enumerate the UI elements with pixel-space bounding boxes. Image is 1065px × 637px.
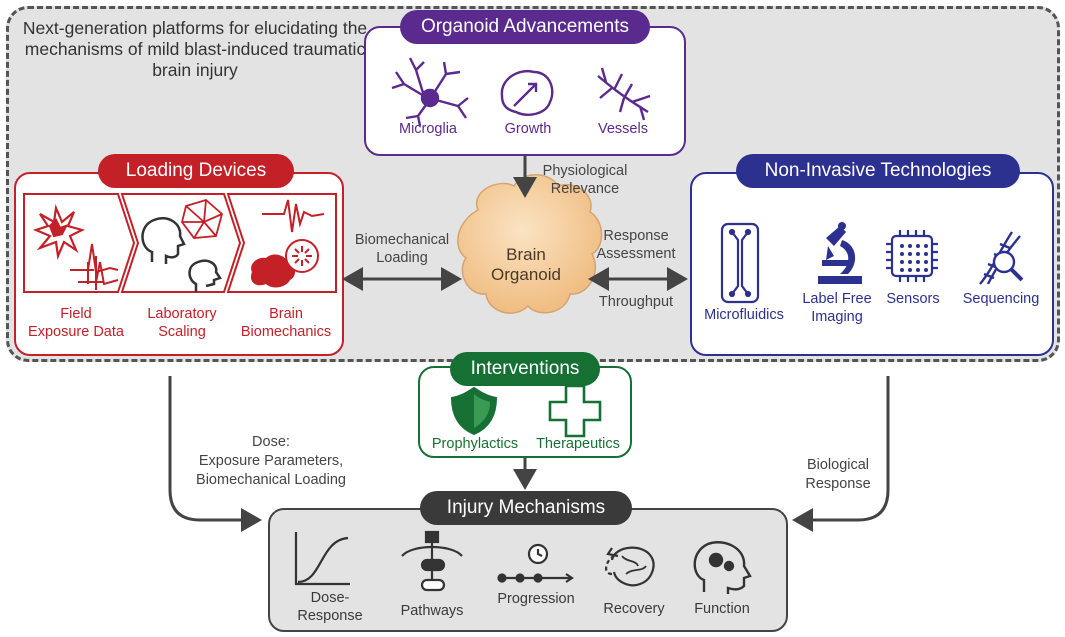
sensor-dots [900,244,928,272]
figure-title: Next-generation platforms for elucidatin… [22,18,368,80]
pathways-icon [401,530,463,592]
brain-biomechanics-label-line2: Biomechanics [240,324,332,340]
arrows [168,156,890,532]
sensor-chip-icon [886,230,938,282]
growth-label: Growth [504,121,552,137]
biological-label-line2: Response [805,476,871,492]
response-label-line2: Assessment [596,246,676,262]
loading-devices-header: Loading Devices [98,154,294,188]
microglia-icon [391,57,469,127]
vessels-icon [597,67,651,121]
microscope-icon [818,222,862,284]
physiological-label-line1: Physiological [542,163,628,179]
physiological-label-line2: Relevance [550,181,620,197]
brain-biomechanics-label-line1: Brain [269,306,303,322]
cross-icon [548,384,602,438]
pathways-label: Pathways [400,603,464,619]
recovery-label: Recovery [603,601,665,617]
pressure-trace-icon [70,243,119,290]
recovery-icon [605,546,655,587]
head-profile-icon [141,217,222,292]
therapeutics-label: Therapeutics [536,436,620,452]
growth-icon [500,69,554,116]
zoom-line [285,267,293,273]
dose-label-line1: Dose: [252,434,290,450]
progression-icon [497,543,574,583]
injury-mechanisms-box [268,508,788,632]
prophylactics-label: Prophylactics [431,436,519,452]
biological-label-line1: Biological [806,457,870,473]
function-head-icon [693,541,752,594]
microfluidics-chip-icon [720,222,760,304]
biomechanical-label-line2: Loading [376,250,428,266]
deformation-icon [285,239,319,273]
brain-organoid-icon [457,174,603,314]
non-invasive-header: Non-Invasive Technologies [736,154,1020,188]
throughput-label: Throughput [598,294,674,310]
dose-response-label-line1: Dose- [310,590,350,606]
field-exposure-label-line2: Exposure Data [28,324,124,340]
progression-label: Progression [497,591,575,607]
function-label: Function [694,601,750,617]
sensors-label: Sensors [886,291,940,307]
microglia-label: Microglia [398,121,457,137]
response-label-line1: Response [603,228,669,244]
brain-icon [250,254,296,288]
shield-icon [450,386,498,436]
dose-response-icon [294,532,350,586]
biomechanical-label-line1: Biomechanical [354,232,450,248]
microfluidics-label: Microfluidics [704,307,784,323]
dose-label-line3: Biomechanical Loading [196,472,346,488]
polyhedron-icon [181,198,224,239]
label-free-label-line2: Imaging [811,309,863,325]
explosion-icon [32,203,86,261]
brain-organoid-label-line2: Organoid [491,265,561,284]
label-free-label-line1: Label Free [802,291,872,307]
wave-trace-icon [262,199,325,233]
organoid-advancements-header: Organoid Advancements [400,10,650,44]
dose-response-label-line2: Response [297,608,363,624]
dose-label-line2: Exposure Parameters, [198,453,344,469]
laboratory-scaling-label-line1: Laboratory [147,306,217,322]
vessels-label: Vessels [598,121,648,137]
interventions-header: Interventions [450,352,600,386]
sequencing-label: Sequencing [962,291,1040,307]
injury-mechanisms-header: Injury Mechanisms [420,491,632,525]
brain-organoid-label-line1: Brain [506,245,546,264]
laboratory-scaling-label-line2: Scaling [158,324,206,340]
dna-magnifier-icon [979,231,1024,285]
field-exposure-label-line1: Field [60,306,92,322]
